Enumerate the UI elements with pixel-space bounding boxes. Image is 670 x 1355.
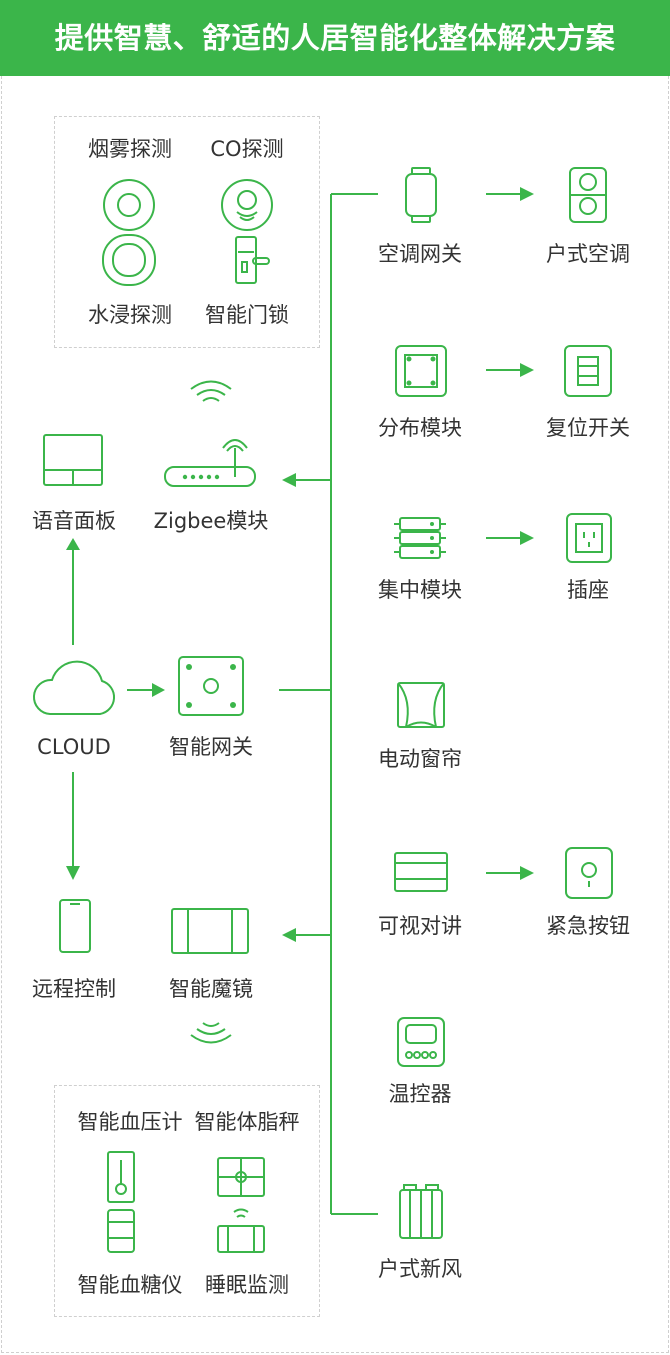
arrowhead-reset <box>520 363 534 377</box>
diagram-frame <box>1 76 669 1353</box>
central-module-label: 集中模块 <box>378 578 462 602</box>
smart-lock-label: 智能门锁 <box>205 303 289 327</box>
thermostat-label: 温控器 <box>388 1082 452 1106</box>
reset-switch-label: 复位开关 <box>546 416 630 440</box>
mirror-icon <box>171 908 251 956</box>
sleep-monitor-label: 睡眠监测 <box>205 1273 289 1297</box>
arrowhead-zigbee <box>282 473 296 487</box>
household-ac-label: 户式空调 <box>546 242 630 266</box>
gateway-label: 智能网关 <box>169 735 253 759</box>
page-title: 提供智慧、舒适的人居智能化整体解决方案 <box>54 21 616 55</box>
cloud-label: CLOUD <box>37 735 111 759</box>
socket-label: 插座 <box>567 578 609 602</box>
co-detector-icon <box>220 178 274 232</box>
arrowhead-remote <box>66 866 80 880</box>
body-fat-label: 智能体脂秤 <box>194 1110 300 1134</box>
thermostat-icon <box>396 1016 446 1068</box>
curtain-icon <box>396 680 446 730</box>
co-detector-label: CO探测 <box>210 137 284 161</box>
arrowhead-emergency <box>520 866 534 880</box>
arrowhead-gateway <box>152 683 165 697</box>
arrowhead-voice <box>66 538 80 550</box>
fresh-air-label: 户式新风 <box>378 1257 462 1281</box>
reset-switch-icon <box>563 344 613 398</box>
smart-lock-icon <box>234 236 272 284</box>
curtain-label: 电动窗帘 <box>378 747 462 771</box>
gateway-icon <box>177 656 245 718</box>
router-icon <box>163 434 257 490</box>
sleep-monitor-icon <box>216 1204 266 1256</box>
distributed-module-label: 分布模块 <box>378 416 462 440</box>
intercom-icon <box>393 851 449 895</box>
emergency-button-label: 紧急按钮 <box>546 914 630 938</box>
page-header: 提供智慧、舒适的人居智能化整体解决方案 <box>0 0 670 76</box>
cloud-icon <box>30 656 120 718</box>
remote-control-label: 远程控制 <box>32 977 116 1001</box>
smoke-detector-icon <box>102 178 156 232</box>
mirror-label: 智能魔镜 <box>169 977 253 1001</box>
arrowhead-mirror <box>282 928 296 942</box>
smoke-detector-label: 烟雾探测 <box>88 137 172 161</box>
ac-gateway-label: 空调网关 <box>378 242 462 266</box>
fresh-air-icon <box>398 1184 444 1240</box>
ac-gateway-icon <box>404 166 438 224</box>
glucose-meter-icon <box>106 1208 136 1254</box>
phone-icon <box>58 898 92 954</box>
blood-sugar-label: 智能血糖仪 <box>77 1273 183 1297</box>
arrowhead-socket <box>520 531 534 545</box>
health-group-box <box>54 1085 320 1317</box>
arrowhead-ac <box>520 187 534 201</box>
scale-icon <box>216 1156 266 1200</box>
sensor-group-box <box>54 116 320 348</box>
intercom-label: 可视对讲 <box>378 914 462 938</box>
blood-pressure-label: 智能血压计 <box>77 1110 183 1134</box>
wifi-icon-mirror <box>188 1018 234 1046</box>
wifi-icon <box>188 378 234 406</box>
emergency-button-icon <box>564 846 614 900</box>
voice-panel-label: 语音面板 <box>32 509 116 533</box>
water-sensor-icon <box>102 234 156 286</box>
water-sensor-label: 水浸探测 <box>88 303 172 327</box>
thermometer-icon <box>106 1150 136 1204</box>
distributed-module-icon <box>394 344 448 398</box>
household-ac-icon <box>568 166 608 224</box>
central-module-icon <box>392 516 448 560</box>
socket-icon <box>565 512 613 564</box>
voice-panel-icon <box>43 434 105 490</box>
zigbee-label: Zigbee模块 <box>153 509 269 533</box>
